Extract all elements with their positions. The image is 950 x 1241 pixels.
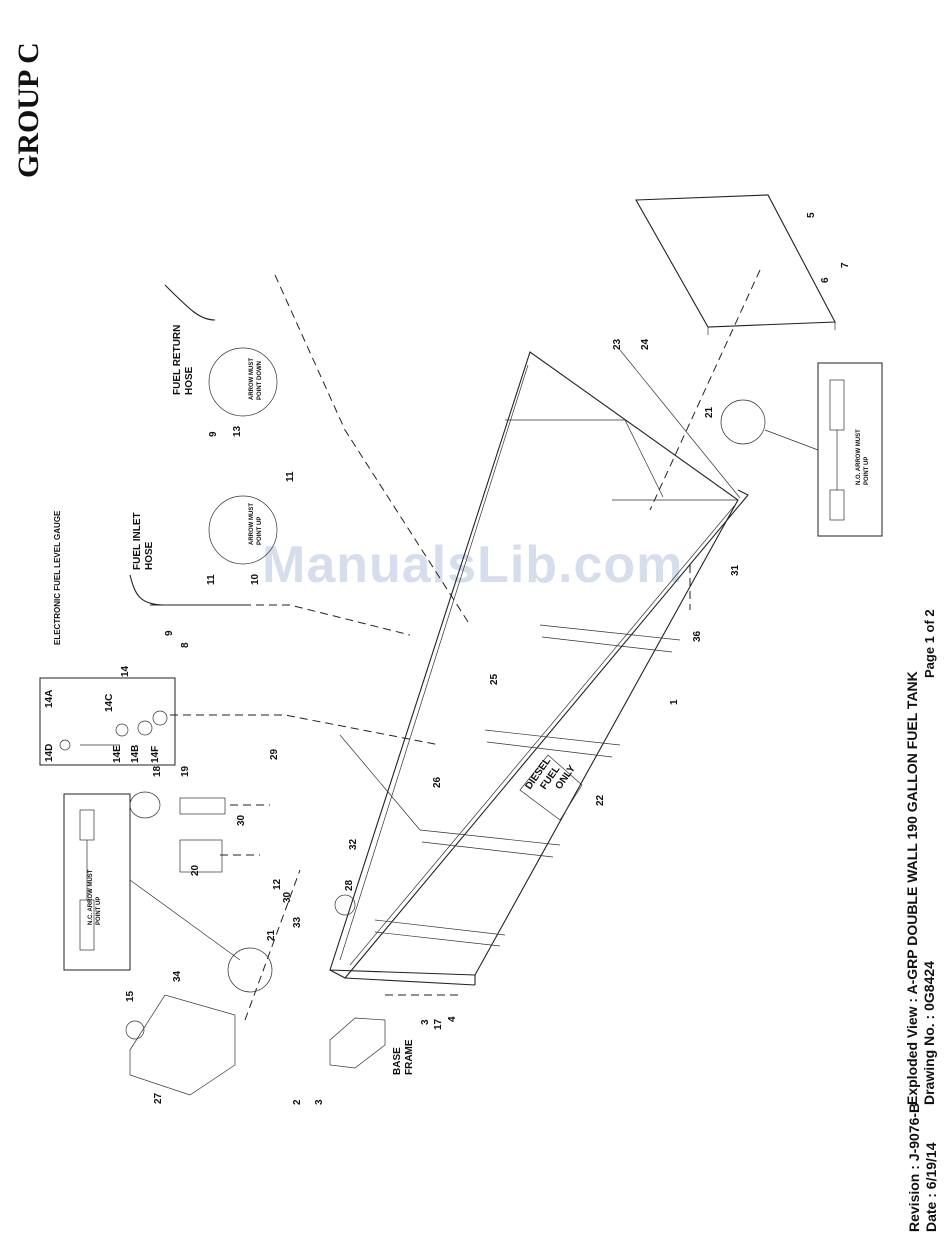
switch-circle-left xyxy=(227,947,273,993)
gauge-detail-box xyxy=(39,677,176,766)
arrow-down-note: ARROW MUST xyxy=(249,358,255,400)
callout-14: 14 xyxy=(120,665,131,677)
callout-14f: 14F xyxy=(150,746,161,763)
callout-14a: 14A xyxy=(44,690,55,708)
no-note-2: POINT UP xyxy=(864,457,870,485)
callout-14e: 14E xyxy=(112,745,123,763)
callout-5: 5 xyxy=(806,212,817,218)
callout-20: 20 xyxy=(190,864,201,876)
callout-14c: 14C xyxy=(104,694,115,712)
frame-label: FRAME xyxy=(404,1039,415,1075)
part-19 xyxy=(179,797,226,815)
fuel-return-label: FUEL RETURN xyxy=(172,325,183,395)
callout-18: 18 xyxy=(152,765,163,777)
base-label: BASE xyxy=(392,1047,403,1075)
fuel-tank xyxy=(329,349,749,986)
callout-23: 23 xyxy=(612,338,623,350)
callout-36: 36 xyxy=(692,630,703,642)
callout-26: 26 xyxy=(432,776,443,788)
arrow-up-note: ARROW MUST xyxy=(249,503,255,545)
nc-switch-detail-box xyxy=(63,793,131,971)
callout-30: 30 xyxy=(236,814,247,826)
callout-1: 1 xyxy=(669,699,680,705)
no-note: N.O. ARROW MUST xyxy=(856,429,862,485)
callout-22: 22 xyxy=(595,794,606,806)
callout-21: 21 xyxy=(266,929,277,941)
hose-label: HOSE xyxy=(184,366,195,395)
callout-10: 10 xyxy=(250,573,261,585)
callout-2: 2 xyxy=(292,1099,303,1105)
callout-9: 9 xyxy=(164,630,175,636)
part-20 xyxy=(179,839,223,873)
no-switch-detail-box xyxy=(817,362,883,537)
callout-24: 24 xyxy=(640,338,651,350)
callout-7: 7 xyxy=(840,262,851,268)
part-34 xyxy=(129,994,236,1096)
callout-14d: 14D xyxy=(44,744,55,762)
nc-note-2: POINT UP xyxy=(96,897,102,925)
callout-3: 3 xyxy=(420,1019,431,1025)
callout-6: 6 xyxy=(820,277,831,283)
callout-11: 11 xyxy=(206,574,217,585)
fuel-inlet-label: FUEL INLET xyxy=(132,512,143,570)
part-28 xyxy=(334,894,356,916)
callout-32: 32 xyxy=(348,838,359,850)
watermark: ManualsLib.com xyxy=(262,536,684,594)
callout-28: 28 xyxy=(344,879,355,891)
callout-15: 15 xyxy=(125,990,136,1002)
callout-25: 25 xyxy=(489,673,500,685)
callout-14b: 14B xyxy=(130,745,141,763)
callout-33: 33 xyxy=(292,916,303,928)
callout-13: 13 xyxy=(232,425,243,437)
callout-8: 8 xyxy=(180,642,191,648)
callout-11: 11 xyxy=(285,471,296,482)
arrow-down-detail xyxy=(208,347,278,417)
arrow-down-note-2: POINT DOWN xyxy=(257,361,263,400)
hose-label: HOSE xyxy=(144,541,155,570)
part-18 xyxy=(129,791,161,819)
nc-note: N.C. ARROW MUST xyxy=(88,869,94,925)
callout-30: 30 xyxy=(282,891,293,903)
callout-29: 29 xyxy=(269,748,280,760)
base-frame xyxy=(329,1017,386,1069)
arrow-up-detail xyxy=(208,495,278,565)
switch-circle-right xyxy=(720,399,766,445)
callout-27: 27 xyxy=(153,1092,164,1104)
callout-34: 34 xyxy=(172,970,183,982)
callout-3: 3 xyxy=(314,1099,325,1105)
part-15 xyxy=(125,1020,145,1040)
diagram-labels: FUEL RETURN HOSE FUEL INLET HOSE ELECTRO… xyxy=(53,325,870,1075)
arrow-up-note-2: POINT UP xyxy=(257,517,263,545)
callout-21: 21 xyxy=(704,406,715,418)
callout-17: 17 xyxy=(433,1018,444,1030)
callout-12: 12 xyxy=(272,878,283,890)
callout-31: 31 xyxy=(730,564,741,576)
gauge-label: ELECTRONIC FUEL LEVEL GAUGE xyxy=(53,510,62,645)
callout-4: 4 xyxy=(447,1016,458,1022)
callout-9: 9 xyxy=(208,431,219,437)
part-callouts: 1 2 3 3 4 5 6 7 8 9 9 10 11 11 12 13 14 … xyxy=(44,212,851,1105)
callout-19: 19 xyxy=(180,765,191,777)
